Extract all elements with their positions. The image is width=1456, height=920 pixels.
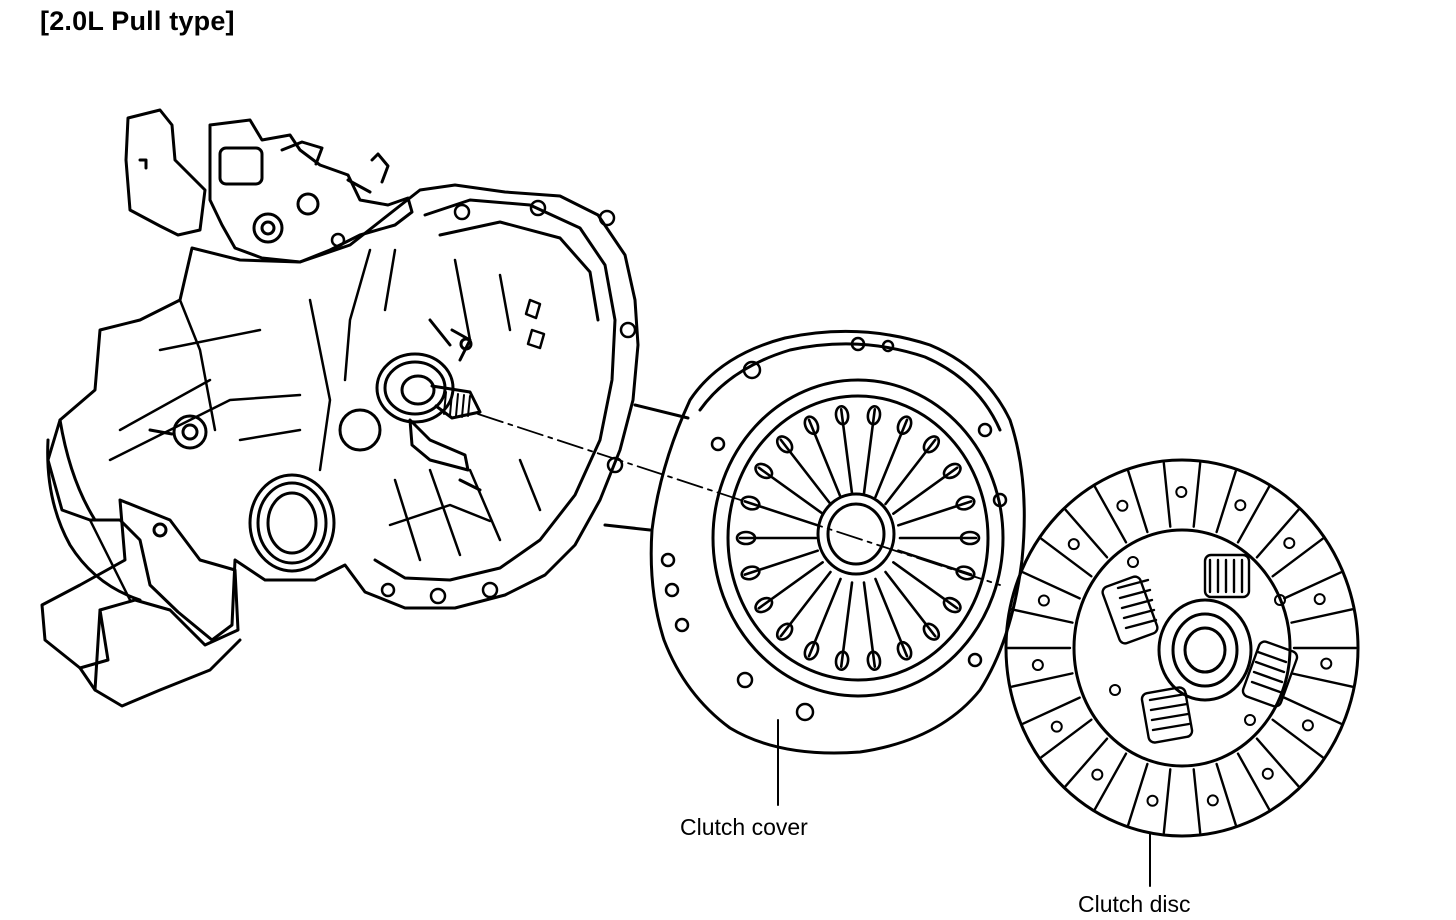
transaxle-housing [42,110,688,706]
diaphragm-finger-tip [753,595,775,615]
friction-segment-groove [1012,673,1073,686]
diaphragm-finger-tip [955,565,976,582]
disc-rivet [1315,594,1325,604]
friction-segment-groove [1273,539,1323,577]
friction-segment-groove [1164,463,1170,527]
disc-rivet [1033,660,1043,670]
friction-segment-groove [1257,510,1298,558]
diaphragm-finger-tip [941,461,963,481]
friction-segment-groove [1238,487,1269,542]
diaphragm-finger [809,420,841,497]
friction-segment-groove [1041,720,1091,758]
diaphragm-finger-tip [835,651,849,671]
diaphragm-finger [745,551,818,575]
friction-segment-groove [1194,463,1200,527]
friction-segment-groove [1095,754,1126,809]
friction-segment-groove [1128,471,1147,532]
disc-rivet [1052,722,1062,732]
diaphragm-finger [886,440,936,504]
disc-rivet [1069,539,1079,549]
friction-segment-groove [1238,754,1269,809]
friction-segment-groove [1257,739,1298,787]
friction-segment-groove [1012,609,1073,622]
diaphragm-finger-tip [867,651,881,671]
diaphragm-finger-tip [753,461,775,481]
diaphragm-finger-tip [774,621,795,642]
friction-segment-groove [1292,609,1353,622]
disc-rivet [1321,659,1331,669]
friction-segment-groove [1273,720,1323,758]
disc-rivet [1208,795,1218,805]
friction-segment-groove [1128,764,1147,825]
diaphragm-finger [759,468,823,514]
diaphragm-finger-tip [961,532,979,544]
clutch-cover [651,331,1024,805]
friction-segment-groove [1217,764,1236,825]
diaphragm-finger-tip [941,595,963,615]
diaphragm-finger-tip [737,532,755,544]
disc-rivet [1284,538,1294,548]
friction-segment-groove [1284,572,1341,598]
disc-rivet [1263,769,1273,779]
diaphragm-finger-tip [740,565,761,582]
diagram-title: [2.0L Pull type] [40,6,235,36]
diaphragm-finger [875,579,907,656]
diaphragm-finger [809,579,841,656]
clutch-cover-label: Clutch cover [680,814,808,840]
diaphragm-finger [781,572,831,636]
friction-segment-groove [1194,769,1200,833]
friction-segment-groove [1095,487,1126,542]
diaphragm-finger-tip [895,415,913,436]
friction-segment-groove [1066,739,1107,787]
diaphragm-finger-tip [955,495,976,512]
diaphragm-finger-tip [835,405,849,425]
disc-rivet [1235,500,1245,510]
disc-rivet [1039,595,1049,605]
diaphragm-finger-tip [895,640,913,661]
diaphragm-finger-tip [740,495,761,512]
diaphragm-finger [893,468,957,514]
diaphragm-finger [898,551,971,575]
diaphragm-finger-tip [921,621,942,642]
friction-segment-groove [1041,539,1091,577]
friction-segment-groove [1023,572,1080,598]
diaphragm-finger [898,501,971,525]
friction-segment-groove [1284,698,1341,724]
diaphragm-finger-tip [802,640,820,661]
friction-segment-groove [1164,769,1170,833]
diaphragm-finger [745,501,818,525]
diaphragm-finger-tip [774,434,795,455]
disc-rivet [1303,720,1313,730]
diaphragm-finger [886,572,936,636]
friction-segment-groove [1023,698,1080,724]
clutch-disc [1006,460,1358,886]
diaphragm-finger [875,420,907,497]
diaphragm-finger [781,440,831,504]
diaphragm-finger [893,562,957,608]
friction-segment-groove [1217,471,1236,532]
diaphragm-finger-tip [867,405,881,425]
diaphragm-finger-tip [802,415,820,436]
disc-rivet [1148,796,1158,806]
clutch-disc-label: Clutch disc [1078,891,1191,917]
diaphragm-finger [759,562,823,608]
disc-rivet [1176,487,1186,497]
friction-segment-groove [1066,510,1107,558]
disc-rivet [1117,501,1127,511]
disc-rivet [1092,770,1102,780]
friction-segment-groove [1292,673,1353,686]
diaphragm-finger-tip [921,434,942,455]
shaft-centerline [478,414,1000,585]
